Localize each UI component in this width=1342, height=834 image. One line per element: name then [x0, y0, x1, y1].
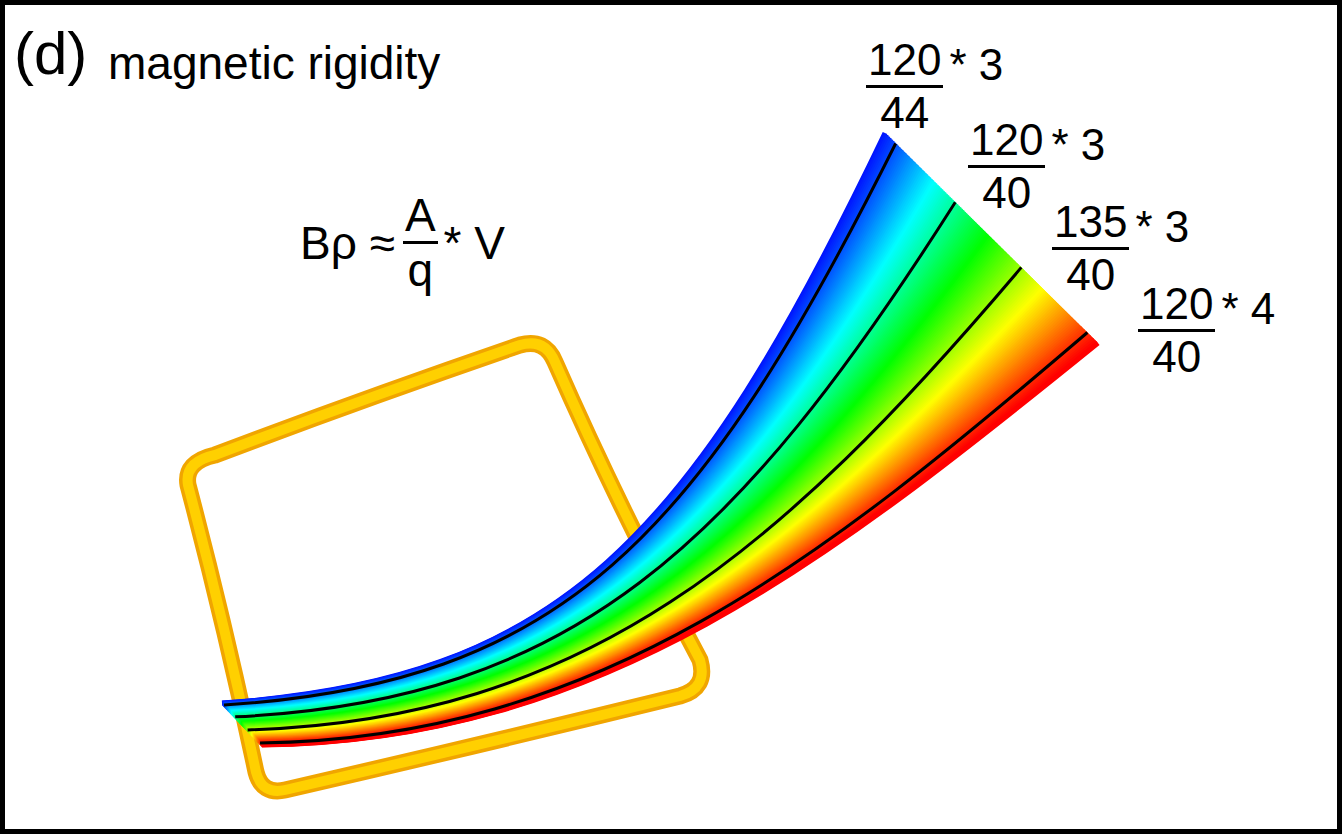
beam-strip — [256, 313, 1067, 739]
beam-strip — [251, 285, 1039, 734]
denominator: q — [407, 244, 433, 293]
beam-strip — [261, 340, 1095, 744]
beam-strip — [258, 322, 1077, 741]
numerator: 120 — [968, 118, 1045, 168]
denominator: 40 — [982, 168, 1031, 215]
beam-strip — [251, 283, 1038, 733]
beam-strip — [259, 325, 1080, 741]
beam-strip — [255, 307, 1061, 738]
beam-strip — [256, 310, 1065, 738]
panel-letter: (d) — [14, 24, 87, 84]
central-trajectory — [248, 267, 1022, 729]
denominator: 40 — [1066, 250, 1115, 297]
fraction: 12044 — [866, 38, 943, 135]
beam-strip — [253, 294, 1048, 736]
beam-strip — [250, 280, 1034, 732]
beam-strip — [259, 327, 1081, 742]
beam-strip — [262, 343, 1098, 745]
beam-strip — [257, 318, 1072, 740]
frame — [3, 3, 1340, 832]
beam-strip — [249, 274, 1028, 731]
central-trajectory — [224, 144, 896, 706]
numerator: A — [403, 192, 438, 244]
multiplier: * V — [444, 220, 505, 266]
beam-strip — [253, 295, 1049, 735]
denominator: 40 — [1152, 332, 1201, 379]
beam-strip — [253, 297, 1051, 736]
central-trajectory — [235, 202, 955, 717]
fraction: 12040 — [968, 118, 1045, 215]
beam-strip — [259, 330, 1084, 743]
beam-strip — [252, 292, 1046, 735]
beam-strip — [249, 277, 1031, 732]
beam-strip — [252, 289, 1044, 734]
beam-strip — [249, 273, 1027, 731]
beam-strip — [259, 328, 1083, 742]
fraction: Aq — [403, 192, 438, 293]
rigidity-fraction: 12040* 4 — [1138, 282, 1275, 379]
beam-strip — [253, 298, 1052, 736]
numerator: 120 — [1138, 282, 1215, 332]
beam-strip — [249, 276, 1029, 732]
beam-strip — [250, 282, 1035, 733]
formula-text: Bρ ≈ — [300, 220, 395, 266]
ion-beam — [222, 133, 1098, 745]
formula: Bρ ≈Aq* V — [300, 192, 505, 293]
beam-strip — [256, 312, 1066, 739]
beam-strip — [262, 342, 1097, 745]
multiplier: * 3 — [1051, 123, 1105, 167]
beam-strip — [252, 291, 1045, 735]
title: magnetic rigidity — [108, 40, 440, 86]
denominator: 44 — [880, 88, 929, 135]
beam-strip — [254, 303, 1057, 737]
beam-strip — [261, 339, 1093, 745]
beam-strip — [250, 279, 1033, 733]
beam-strip — [251, 286, 1040, 734]
numerator: 135 — [1052, 200, 1129, 250]
fraction: 12040 — [1138, 282, 1215, 379]
beam-strip — [258, 321, 1075, 741]
fraction: 13540 — [1052, 200, 1129, 297]
beam-strip — [257, 315, 1070, 740]
beam-strip — [251, 288, 1041, 734]
multiplier: * 3 — [1135, 205, 1189, 249]
multiplier: * 3 — [949, 43, 1003, 87]
beam-strip — [255, 309, 1063, 739]
multiplier: * 4 — [1221, 287, 1275, 331]
beam-strip — [257, 316, 1071, 740]
numerator: 120 — [866, 38, 943, 88]
beam-strip — [257, 319, 1073, 740]
beam-strip — [258, 324, 1078, 742]
central-trajectory — [260, 333, 1087, 743]
